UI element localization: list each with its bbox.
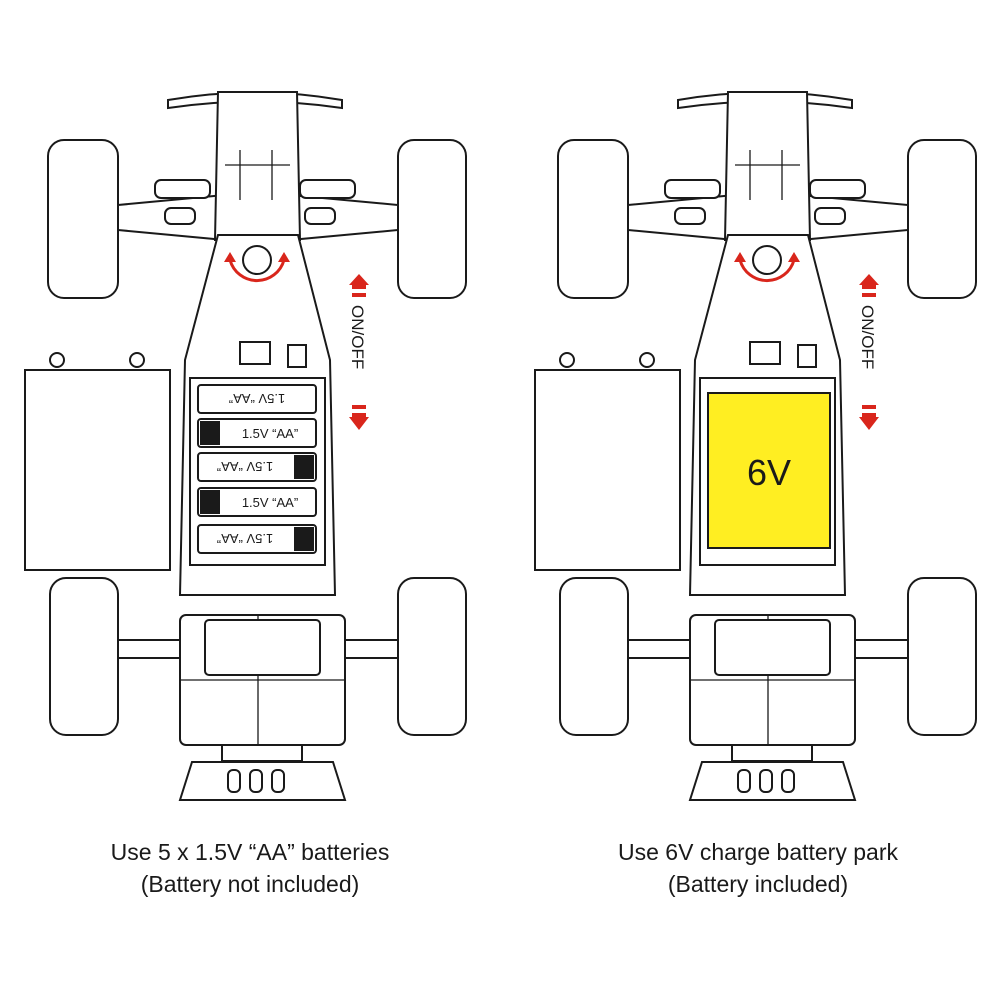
left-caption-line2: (Battery not included) (140, 871, 360, 897)
aa-batteries: 1.5V “AA” 1.5V “AA” 1.5V “AA” 1.5V “AA” … (197, 384, 317, 554)
battery-5: 1.5V “AA” (197, 524, 317, 554)
svg-text:1.5V “AA”: 1.5V “AA” (229, 391, 285, 406)
svg-text:1.5V “AA”: 1.5V “AA” (242, 426, 298, 441)
battery-2: 1.5V “AA” (197, 418, 317, 448)
svg-text:1.5V “AA”: 1.5V “AA” (217, 531, 273, 546)
svg-text:1.5V “AA”: 1.5V “AA” (217, 459, 273, 474)
battery-1: 1.5V “AA” (197, 384, 317, 414)
left-caption: Use 5 x 1.5V “AA” batteries (Battery not… (0, 836, 500, 900)
onoff-label-left: ON/OFF (348, 305, 367, 369)
svg-text:1.5V “AA”: 1.5V “AA” (242, 495, 298, 510)
right-caption-line2: (Battery included) (667, 871, 849, 897)
right-caption-line1: Use 6V charge battery park (618, 839, 898, 865)
left-caption-line1: Use 5 x 1.5V “AA” batteries (110, 839, 390, 865)
onoff-label-right: ON/OFF (858, 305, 877, 369)
svg-text:6V: 6V (747, 452, 791, 493)
right-caption: Use 6V charge battery park (Battery incl… (508, 836, 1000, 900)
battery-4: 1.5V “AA” (197, 487, 317, 517)
6v-battery-pack: 6V (707, 392, 831, 549)
battery-3: 1.5V “AA” (197, 452, 317, 482)
